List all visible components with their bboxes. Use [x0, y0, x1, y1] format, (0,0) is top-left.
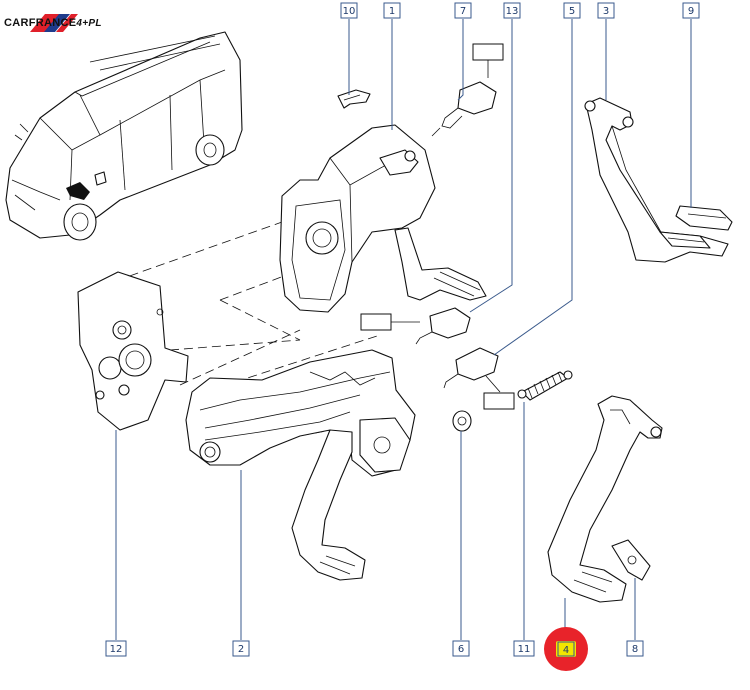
brand-logo [30, 14, 78, 32]
callout-label-5: 5 [569, 6, 575, 17]
washer-part [452, 410, 472, 432]
callout-5[interactable]: 5 [563, 2, 581, 19]
bulkhead-plate [77, 271, 189, 431]
callout-label-10: 10 [343, 6, 356, 17]
callout-label-9: 9 [688, 6, 694, 17]
clutch-pedal-assembly [547, 395, 663, 603]
leader-lines [115, 19, 692, 640]
spring-part [517, 370, 573, 401]
clip-part [337, 89, 371, 109]
callout-label-4: 4 [563, 645, 569, 656]
callout-label-11: 11 [518, 644, 531, 655]
callout-label-1: 1 [389, 6, 395, 17]
callout-1[interactable]: 1 [383, 2, 401, 19]
brake-pedal-assembly [584, 97, 733, 263]
callout-label-12: 12 [110, 644, 123, 655]
callout-label-2: 2 [238, 644, 244, 655]
upper-pedal-bracket [279, 124, 487, 313]
switch-part-top [431, 43, 504, 137]
callout-8[interactable]: 8 [626, 640, 644, 657]
callout-9[interactable]: 9 [682, 2, 700, 19]
callout-3[interactable]: 3 [597, 2, 615, 19]
brand-name: CARFRANCE [4, 17, 77, 29]
van-illustration [5, 31, 243, 241]
callout-13[interactable]: 13 [503, 2, 521, 19]
switch-part-lower [443, 347, 515, 410]
callout-label-3: 3 [603, 6, 609, 17]
callout-7[interactable]: 7 [454, 2, 472, 19]
callout-11[interactable]: 11 [513, 640, 535, 657]
callout-label-13: 13 [506, 6, 519, 17]
callout-label-8: 8 [632, 644, 638, 655]
callout-6[interactable]: 6 [452, 640, 470, 657]
brand-logo-text: CARFRANCE4+PL [4, 17, 102, 29]
callout-4[interactable]: 4 [557, 641, 575, 657]
lower-pedal-box [185, 349, 416, 581]
callout-12[interactable]: 12 [105, 640, 127, 657]
callout-label-6: 6 [458, 644, 464, 655]
brand-suffix: 4+PL [76, 18, 102, 29]
switch-part-middle [360, 307, 471, 345]
callout-label-7: 7 [460, 6, 466, 17]
callout-2[interactable]: 2 [232, 640, 250, 657]
callout-10[interactable]: 10 [340, 2, 358, 19]
